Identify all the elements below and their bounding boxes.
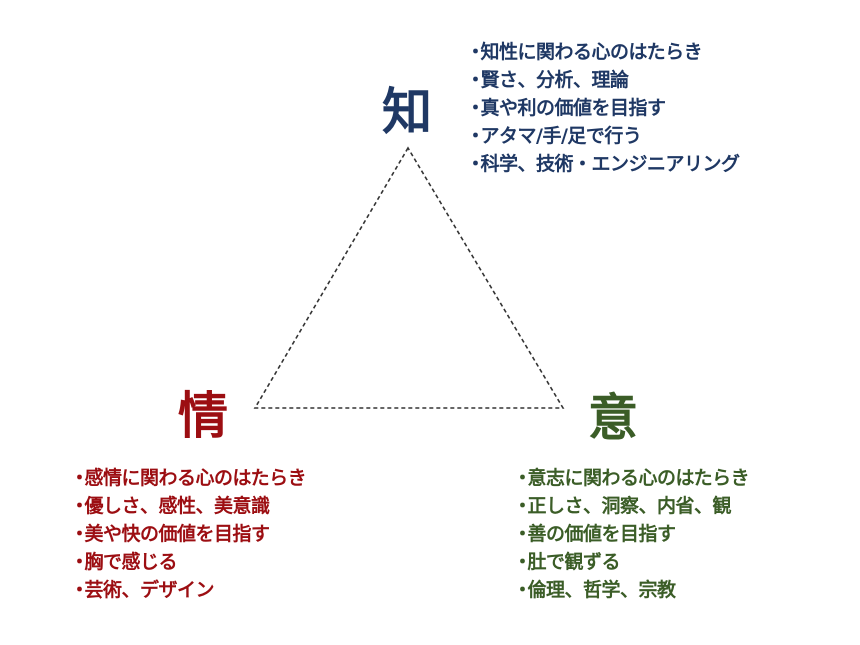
chi-list: 知性に関わる心のはたらき 賢さ、分析、理論 真や利の価値を目指す アタマ/手/足… — [466, 38, 741, 178]
list-item: 美や快の価値を目指す — [70, 520, 306, 548]
list-item: 肚で観ずる — [513, 548, 749, 576]
list-item: 科学、技術・エンジニアリング — [466, 150, 741, 178]
list-item: アタマ/手/足で行う — [466, 122, 740, 150]
list-item: 倫理、哲学、宗教 — [513, 576, 749, 604]
list-item: 意志に関わる心のはたらき — [513, 464, 750, 492]
jo-title: 情 — [178, 387, 228, 445]
list-item: 芸術、デザイン — [70, 576, 306, 604]
dashed-triangle — [253, 146, 565, 409]
list-item: 感情に関わる心のはたらき — [70, 464, 307, 492]
list-item: 胸で感じる — [70, 548, 306, 576]
i-list: 意志に関わる心のはたらき 正しさ、洞察、内省、観 善の価値を目指す 肚で観ずる … — [513, 464, 750, 604]
list-item: 知性に関わる心のはたらき — [466, 38, 740, 66]
list-item: 優しさ、感性、美意識 — [70, 492, 306, 520]
i-title: 意 — [588, 389, 638, 447]
jo-list: 感情に関わる心のはたらき 優しさ、感性、美意識 美や快の価値を目指す 胸で感じる… — [70, 464, 307, 604]
list-item: 賢さ、分析、理論 — [466, 66, 740, 94]
list-item: 正しさ、洞察、内省、観 — [513, 492, 749, 520]
list-item: 善の価値を目指す — [513, 520, 749, 548]
chi-title: 知 — [382, 83, 432, 141]
list-item: 真や利の価値を目指す — [466, 94, 740, 122]
